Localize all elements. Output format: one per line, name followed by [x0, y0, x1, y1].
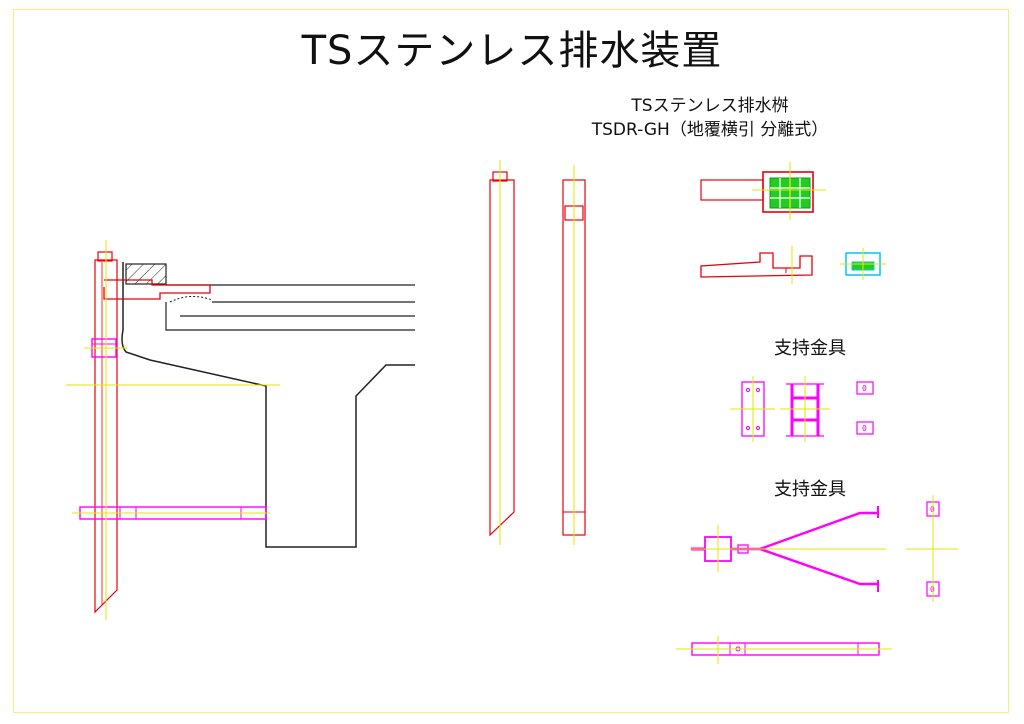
product-model: TSDR-GH（地覆横引 分離式）: [591, 120, 829, 140]
section-label-bracket-1: 支持金具: [774, 338, 846, 359]
drawing-title: TSステンレス排水装置: [301, 28, 723, 74]
slab-line-3: [165, 302, 415, 331]
main-section-view: [66, 240, 415, 620]
pipe-elevations: [489, 160, 586, 545]
drain-inlet: [103, 279, 211, 300]
box-side: [700, 252, 813, 278]
nut-2: [856, 421, 874, 435]
pipe-cap: [97, 251, 113, 262]
bracket-2-views: 0 0: [676, 495, 958, 664]
curb-hatch: [125, 263, 167, 285]
nut-1-tag: 0: [862, 384, 867, 393]
section-label-bracket-2: 支持金具: [774, 479, 846, 500]
bracket-1-section: [790, 384, 820, 436]
nut-2-tag: 0: [862, 424, 867, 433]
drawing-frame: [13, 9, 1009, 713]
drain-box-views: [700, 162, 886, 284]
product-name: TSステンレス排水桝: [631, 96, 789, 116]
drain-pipe: [94, 259, 118, 614]
nut-1: [856, 381, 874, 395]
box-plan: [762, 171, 814, 213]
bracket-1-views: 0 0: [730, 376, 874, 442]
pipe-elevation-1: [489, 179, 515, 537]
bridge-deck-outline: [121, 262, 415, 548]
pavement-edge: [169, 296, 213, 303]
